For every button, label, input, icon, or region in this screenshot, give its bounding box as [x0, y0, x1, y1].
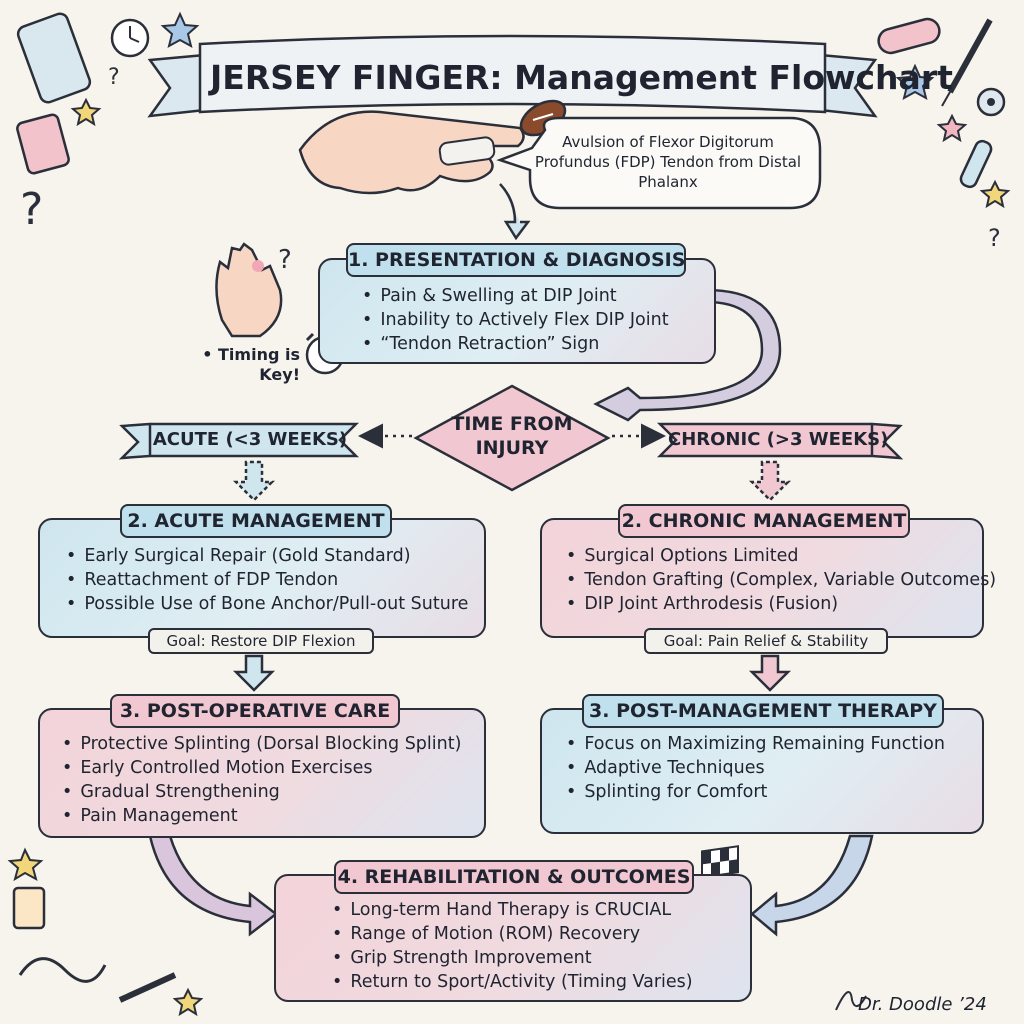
chronic-ribbon [656, 422, 904, 460]
postmgmt-heading: 3. POST-MANAGEMENT THERAPY [582, 694, 944, 728]
list-item: Range of Motion (ROM) Recovery [332, 922, 693, 946]
list-item: Possible Use of Bone Anchor/Pull-out Sut… [66, 592, 468, 616]
chronic-goal: Goal: Pain Relief & Stability [644, 628, 888, 654]
list-item: Surgical Options Limited [566, 544, 996, 568]
definition-bubble [496, 116, 822, 210]
postmgmt-list: Focus on Maximizing Remaining Function A… [566, 732, 945, 804]
list-item: Reattachment of FDP Tendon [66, 568, 468, 592]
rehab-list: Long-term Hand Therapy is CRUCIAL Range … [332, 898, 693, 994]
medicine-bottle-icon [16, 113, 70, 175]
acute-management-list: Early Surgical Repair (Gold Standard) Re… [66, 544, 468, 616]
list-item: Return to Sport/Activity (Timing Varies) [332, 970, 692, 994]
list-item: Long-term Hand Therapy is CRUCIAL [332, 898, 693, 922]
gear-icon [976, 87, 1006, 117]
arrow-postop-to-rehab [148, 834, 279, 937]
list-item: Protective Splinting (Dorsal Blocking Sp… [62, 732, 461, 756]
arrow-postmgmt-to-rehab [750, 834, 874, 937]
svg-text:?: ? [108, 65, 120, 90]
presentation-heading: 1. PRESENTATION & DIAGNOSIS [346, 243, 686, 277]
list-item: Early Surgical Repair (Gold Standard) [66, 544, 468, 568]
list-item: Pain & Swelling at DIP Joint [362, 284, 669, 308]
arrow-acute-to-postop [232, 654, 276, 692]
acute-goal: Goal: Restore DIP Flexion [148, 628, 374, 654]
arrow-to-presentation [499, 183, 531, 241]
decision-label: TIME FROM INJURY [451, 413, 573, 459]
chronic-management-heading: 2. CHRONIC MANAGEMENT [618, 504, 910, 538]
signature: Dr. Doodle ’24 [858, 994, 987, 1015]
hand-icon [298, 110, 525, 195]
list-item: Early Controlled Motion Exercises [62, 756, 461, 780]
phone-icon [16, 12, 92, 104]
test-tube-icon [959, 139, 993, 189]
acute-branch-label: ACUTE (<3 WEEKS) [152, 429, 348, 450]
bandage-icon [877, 17, 941, 55]
clock-icon [110, 18, 150, 58]
list-item: “Tendon Retraction” Sign [362, 332, 669, 356]
presentation-list: Pain & Swelling at DIP Joint Inability t… [362, 284, 669, 356]
pill-bottle-icon [12, 886, 46, 930]
arrow-to-decision [593, 288, 782, 422]
svg-text:?: ? [988, 224, 1001, 252]
timing-note: • Timing is Key! [202, 345, 300, 384]
raised-hand-icon: ? [215, 242, 292, 338]
syringe-icon [941, 18, 993, 107]
list-item: Pain Management [62, 804, 461, 828]
acute-management-heading: 2. ACUTE MANAGEMENT [120, 504, 392, 538]
svg-text:?: ? [278, 245, 292, 275]
acute-ribbon [118, 422, 360, 460]
signature-icon [835, 991, 867, 1011]
decision-diamond [413, 384, 611, 492]
postop-list: Protective Splinting (Dorsal Blocking Sp… [62, 732, 461, 828]
list-item: Grip Strength Improvement [332, 946, 693, 970]
postop-heading: 3. POST-OPERATIVE CARE [110, 694, 400, 728]
list-item: Focus on Maximizing Remaining Function [566, 732, 945, 756]
svg-text:?: ? [20, 184, 43, 235]
chronic-branch-label: CHRONIC (>3 WEEKS) [668, 429, 889, 450]
chronic-management-list: Surgical Options Limited Tendon Grafting… [566, 544, 996, 616]
title-banner [147, 34, 878, 118]
rehab-heading: 4. REHABILITATION & OUTCOMES [334, 860, 694, 894]
star-icon [7, 11, 1011, 1017]
list-item: Splinting for Comfort [566, 780, 945, 804]
arrow-acute-down [232, 460, 276, 502]
definition-text: Avulsion of Flexor Digitorum Profundus (… [534, 133, 802, 191]
list-item: DIP Joint Arthrodesis (Fusion) [566, 592, 996, 616]
page-title: JERSEY FINGER: Management Flowchart [210, 58, 953, 97]
list-item: Adaptive Techniques [566, 756, 945, 780]
list-item: Tendon Grafting (Complex, Variable Outco… [566, 568, 996, 592]
list-item: Inability to Actively Flex DIP Joint [362, 308, 668, 332]
list-item: Gradual Strengthening [62, 780, 461, 804]
stethoscope-icon [18, 957, 177, 1003]
arrow-chronic-down [748, 460, 792, 502]
arrow-chronic-to-postmgmt [748, 654, 792, 692]
question-icon: ? ? ? [20, 65, 1001, 252]
